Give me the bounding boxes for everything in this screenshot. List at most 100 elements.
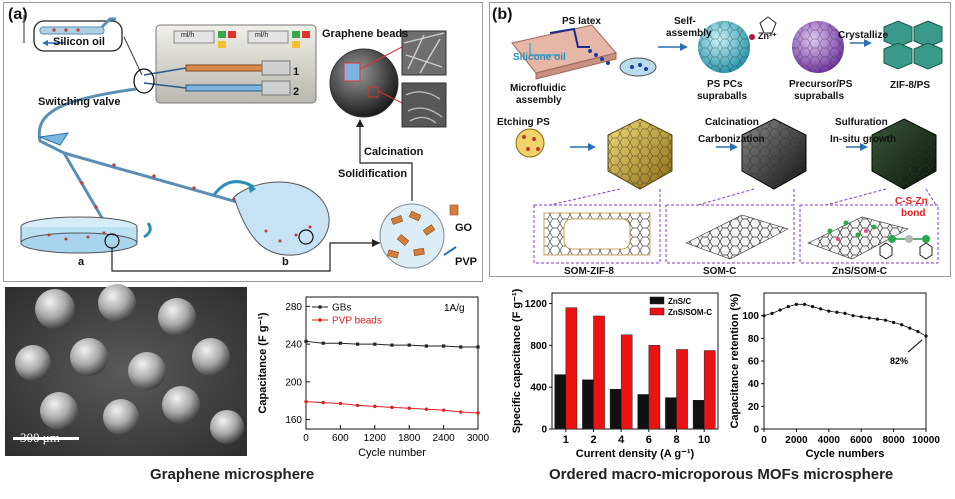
bar <box>593 315 605 430</box>
x-tick-label: 10000 <box>912 435 940 446</box>
data-point <box>476 345 480 349</box>
ps-pcs-label-2: supraballs <box>697 91 748 102</box>
data-point <box>373 404 377 409</box>
x-tick-label: 6000 <box>850 435 873 446</box>
som-c-label: SOM-C <box>703 266 737 277</box>
legend-swatch <box>649 296 665 305</box>
czn-label-2: bond <box>901 208 926 219</box>
x-axis-label: Current density (A g⁻¹) <box>576 448 695 460</box>
y-axis-label: Specific capacitance (F g⁻¹) <box>511 288 523 433</box>
legend-label: PVP beads <box>332 316 382 327</box>
solidification-label: Solidification <box>338 168 408 180</box>
precursor-label-1: Precursor/PS <box>789 79 853 90</box>
data-point <box>843 311 847 315</box>
x-tick-label: 1 <box>563 434 569 446</box>
sulfuration-label: Sulfuration <box>835 117 888 128</box>
x-axis-label: Cycle number <box>358 447 426 459</box>
microfluidic-label-2: assembly <box>516 95 562 106</box>
data-point <box>916 329 920 334</box>
y-tick-label: 400 <box>530 383 547 394</box>
panel-b-tag: (b) <box>492 6 513 23</box>
data-point <box>762 314 766 318</box>
silicone-oil-label: Silicone oil <box>513 52 566 63</box>
data-point <box>355 403 360 408</box>
y-tick-label: 80 <box>748 334 760 345</box>
bar <box>637 394 650 430</box>
y-tick-label: 160 <box>285 415 302 426</box>
y-tick-label: 800 <box>530 341 547 352</box>
som-zif8-label: SOM-ZIF-8 <box>564 266 614 277</box>
x-tick-label: 3000 <box>467 433 490 444</box>
data-point <box>459 345 463 349</box>
data-point <box>424 407 429 411</box>
caption-graphene: Graphene microsphere <box>150 466 315 483</box>
data-point <box>924 334 928 338</box>
legend-marker <box>318 318 322 322</box>
data-point <box>892 320 896 325</box>
x-tick-label: 2400 <box>432 433 455 444</box>
ps-latex-label: PS latex <box>562 16 601 27</box>
pvp-label: PVP <box>455 256 478 268</box>
self-assembly-label-1: Self- <box>674 16 696 27</box>
panel-a-schematic <box>20 15 459 272</box>
sem-scale-label: 300 μm <box>20 430 60 445</box>
y-tick-label: 40 <box>748 379 760 390</box>
y-tick-label: 200 <box>285 377 302 388</box>
data-point <box>778 308 782 312</box>
syringe-pump <box>143 24 317 104</box>
data-point <box>442 344 446 348</box>
data-point <box>390 343 394 347</box>
bar <box>620 334 633 430</box>
data-point <box>900 323 904 327</box>
rate-annotation: 1A/g <box>444 303 465 314</box>
czn-label-1: C-S-Zn <box>895 196 928 207</box>
data-point <box>338 341 342 345</box>
data-point <box>441 408 446 412</box>
zn-label: Zn²⁺ <box>758 31 777 41</box>
bar <box>648 345 661 430</box>
data-point <box>390 405 394 410</box>
data-point <box>859 315 863 319</box>
data-point <box>338 401 343 406</box>
bar <box>554 374 567 430</box>
zns-som-c-label: ZnS/SOM-C <box>832 266 887 277</box>
data-point <box>424 344 428 348</box>
y-tick-label: 0 <box>753 425 759 436</box>
data-point <box>356 342 360 346</box>
y-tick-label: 240 <box>285 340 302 351</box>
x-axis-label: Cycle numbers <box>806 448 885 460</box>
x-tick-label: 2 <box>590 434 596 446</box>
data-point <box>811 305 815 309</box>
retention-annotation: 82% <box>890 356 908 366</box>
data-point <box>875 317 879 321</box>
caption-mofs: Ordered macro-microporous MOFs microsphe… <box>549 466 894 483</box>
data-point <box>908 326 912 330</box>
data-point <box>304 339 308 343</box>
precursor-label-2: supraballs <box>794 91 845 102</box>
x-tick-label: 8000 <box>882 435 905 446</box>
data-point <box>476 411 480 415</box>
syringe-2-label: 2 <box>293 86 300 98</box>
panel-b-schematic <box>511 16 943 264</box>
plot-frame <box>305 296 479 430</box>
bar <box>676 349 688 430</box>
zif8ps-label: ZIF-8/PS <box>890 80 931 91</box>
data-point <box>867 316 871 320</box>
go-pvp-sphere <box>379 203 459 269</box>
plot-frame <box>551 292 719 430</box>
pump-display-1: ml/h <box>181 32 195 39</box>
bar <box>665 397 677 430</box>
syringe-1-label: 1 <box>293 66 300 78</box>
x-tick-label: 2000 <box>785 435 808 446</box>
bar <box>565 307 578 430</box>
insitu-label: In-situ growth <box>830 134 897 145</box>
crystallize-label: Crystallize <box>838 30 889 41</box>
legend-label: ZnS/SOM-C <box>668 308 712 317</box>
self-assembly-label-2: assembly <box>666 28 712 39</box>
point-b-label: b <box>282 256 289 268</box>
data-point <box>407 406 411 410</box>
carbonization-label: Carbonization <box>698 134 765 145</box>
